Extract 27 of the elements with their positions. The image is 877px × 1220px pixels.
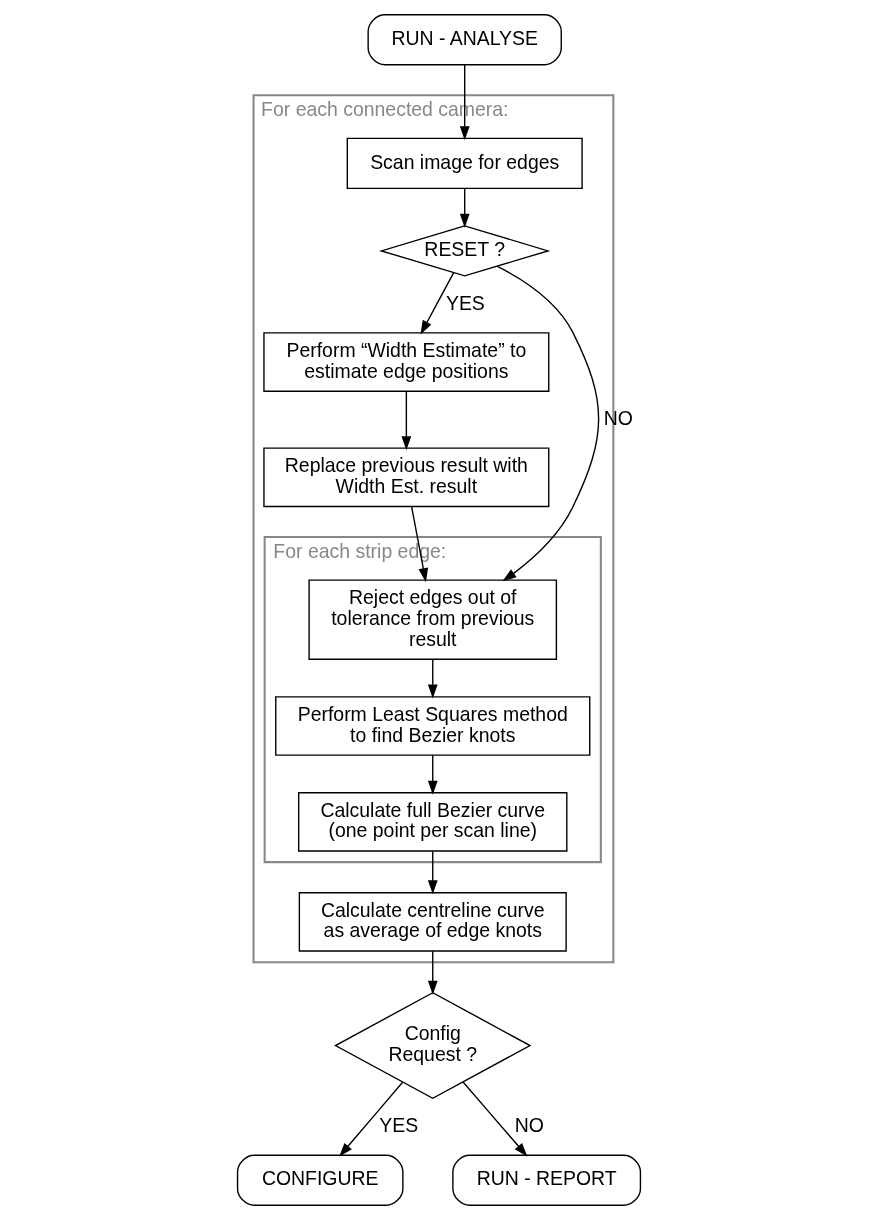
- node-box: RUN - REPORT: [451, 1154, 641, 1206]
- arrow: [496, 265, 599, 582]
- node-box: CONFIGURE: [236, 1154, 404, 1206]
- node-box: Perform “Width Estimate” to estimate edge positions: [262, 332, 549, 392]
- arrow: [459, 188, 470, 228]
- node-box: Perform Least Squares method to find Bezier knots: [274, 696, 590, 756]
- node-box: Replace previous result with Width Est. result: [262, 447, 549, 508]
- node-box: Reject edges out of tolerance from previous result: [307, 579, 557, 660]
- arrow: [338, 1081, 403, 1157]
- node-box: RUN - ANALYSE: [366, 14, 562, 66]
- arrow: [410, 506, 428, 583]
- edge-label: NO: [514, 1113, 544, 1136]
- node-box: Calculate full Bezier curve (one point per scan line): [297, 792, 567, 852]
- edge-label: YES: [378, 1113, 418, 1136]
- arrow: [462, 1081, 527, 1157]
- node-diamond: RESET ?: [378, 225, 550, 277]
- arrow: [427, 658, 438, 699]
- node-box: Scan image for edges: [346, 137, 583, 190]
- arrow: [427, 950, 438, 995]
- node-diamond: Config Request ?: [333, 991, 531, 1100]
- arrow: [419, 271, 454, 335]
- arrow: [459, 64, 470, 141]
- arrow: [427, 754, 438, 795]
- edge-label: YES: [445, 291, 485, 314]
- node-box: Calculate centreline curve as average of edge knots: [298, 892, 567, 952]
- arrow: [401, 390, 411, 451]
- arrow: [427, 850, 438, 895]
